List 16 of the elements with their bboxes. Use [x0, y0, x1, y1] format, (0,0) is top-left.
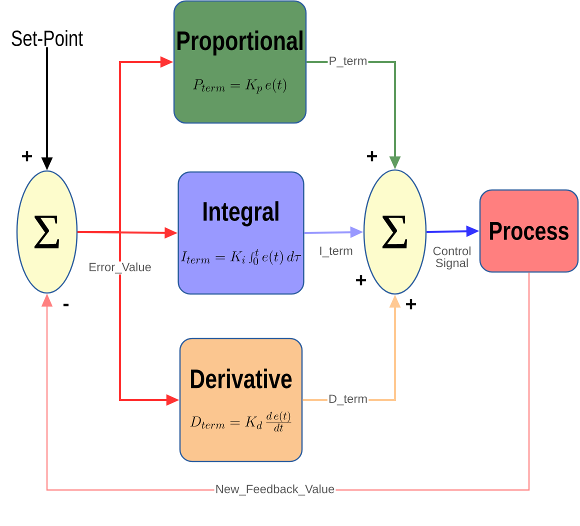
- sign-label: +: [406, 299, 416, 310]
- sign-label: +: [22, 151, 32, 162]
- edge-label: Error_Value: [88, 261, 152, 274]
- edge-label: I_term: [318, 246, 354, 258]
- edge-label: D_term: [327, 394, 369, 406]
- proportional-block: Proportional $P_{term}=K_p\,e(t)$: [173, 0, 307, 124]
- process-box: Process: [479, 189, 579, 273]
- sign-label: +: [367, 151, 378, 162]
- summing-junction: Σ: [16, 170, 78, 294]
- edge-label: Control Signal: [430, 245, 474, 271]
- sign-label: -: [63, 304, 69, 306]
- input-label: Set-Point: [12, 30, 83, 46]
- integral-block: Integral $I_{term}=K_i\int_0^t e(t)\,d\tau$: [178, 171, 304, 295]
- derivative-block: Derivative $D_{term}=K_d\,\frac{d\,e(t)}{dt}$: [179, 338, 303, 462]
- edge-label: P_term: [328, 56, 368, 68]
- edge-label: New_Feedback_Value: [214, 483, 336, 496]
